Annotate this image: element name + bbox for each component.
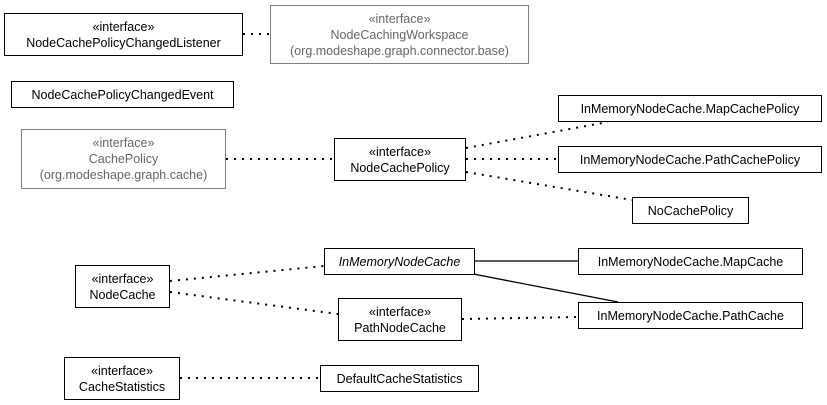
stereotype-label: «interface» xyxy=(91,271,154,286)
class-name: InMemoryNodeCache.PathCache xyxy=(597,308,784,323)
class-name: PathNodeCache xyxy=(354,320,446,335)
class-name: NodeCache xyxy=(89,287,156,302)
class-name: NodeCachePolicyChangedListener xyxy=(26,35,221,50)
node-cachepolicy[interactable]: «interface» CachePolicy (org.modeshape.g… xyxy=(21,129,226,189)
edge-mapcachepolicy-to-nodecachepolicy xyxy=(465,121,609,149)
class-name: NodeCachingWorkspace xyxy=(330,27,469,42)
node-nodecache[interactable]: «interface» NodeCache xyxy=(75,265,170,308)
node-nocachepolicy[interactable]: NoCachePolicy xyxy=(632,197,749,224)
edge-pathnodecache-to-nodecache xyxy=(169,291,339,315)
node-cachestatistics[interactable]: «interface» CacheStatistics xyxy=(64,357,180,400)
node-nodecachepolicy[interactable]: «interface» NodeCachePolicy xyxy=(334,138,466,181)
edge-pathcache-nested-in-inmemorynodecache xyxy=(467,272,619,303)
package-name: (org.modeshape.graph.cache) xyxy=(39,168,208,182)
class-name: InMemoryNodeCache.MapCachePolicy xyxy=(580,101,800,116)
stereotype-label: «interface» xyxy=(368,11,431,26)
stereotype-label: «interface» xyxy=(92,136,155,150)
node-inmemorynodecache-mapcachepolicy[interactable]: InMemoryNodeCache.MapCachePolicy xyxy=(558,95,822,122)
node-inmemorynodecache-pathcache[interactable]: InMemoryNodeCache.PathCache xyxy=(578,302,803,329)
node-nodecachingworkspace[interactable]: «interface» NodeCachingWorkspace (org.mo… xyxy=(270,5,529,64)
edge-inmemorynodecache-to-nodecache xyxy=(169,265,325,282)
stereotype-label: «interface» xyxy=(369,304,431,319)
node-inmemorynodecache-mapcache[interactable]: InMemoryNodeCache.MapCache xyxy=(578,248,803,275)
stereotype-label: «interface» xyxy=(92,19,155,34)
class-name: NodeCachePolicyChangedEvent xyxy=(31,87,214,102)
node-nodecachepolicychangedevent[interactable]: NodeCachePolicyChangedEvent xyxy=(11,81,234,108)
class-name: InMemoryNodeCache.MapCache xyxy=(597,254,784,269)
class-name: DefaultCacheStatistics xyxy=(336,371,463,386)
stereotype-label: «interface» xyxy=(91,363,153,378)
class-name: NodeCachePolicy xyxy=(350,160,450,175)
class-name: NoCachePolicy xyxy=(647,203,734,218)
node-nodecachepolicychangedlistener[interactable]: «interface» NodeCachePolicyChangedListen… xyxy=(4,13,243,56)
stereotype-label: «interface» xyxy=(369,144,431,159)
class-name: CachePolicy xyxy=(88,152,159,166)
class-name: CacheStatistics xyxy=(78,379,166,394)
node-inmemorynodecache-pathcachepolicy[interactable]: InMemoryNodeCache.PathCachePolicy xyxy=(558,146,822,173)
edge-nocachepolicy-to-nodecachepolicy xyxy=(465,171,633,201)
node-pathnodecache[interactable]: «interface» PathNodeCache xyxy=(338,298,462,341)
package-name: (org.modeshape.graph.connector.base) xyxy=(290,43,509,58)
node-defaultcachestatistics[interactable]: DefaultCacheStatistics xyxy=(320,365,479,392)
edge-pathcache-to-pathnodecache xyxy=(461,316,579,320)
class-name: InMemoryNodeCache xyxy=(338,254,461,269)
class-name: InMemoryNodeCache.PathCachePolicy xyxy=(579,152,801,167)
node-inmemorynodecache[interactable]: InMemoryNodeCache xyxy=(324,248,475,275)
